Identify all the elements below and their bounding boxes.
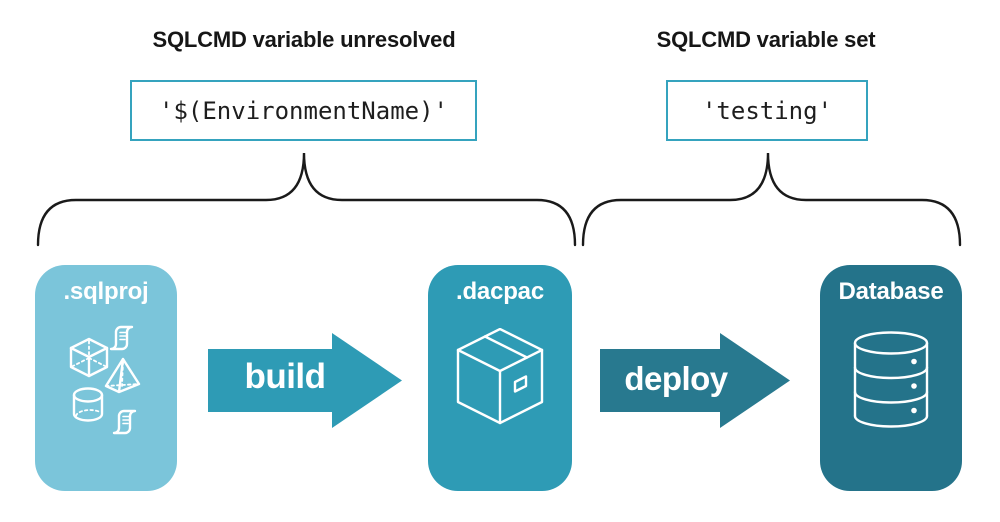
stage-dacpac-label: .dacpac xyxy=(456,278,544,305)
codebox-unresolved-variable: '$(EnvironmentName)' xyxy=(130,80,477,141)
stage-database: Database xyxy=(820,265,962,491)
heading-variable-unresolved: SQLCMD variable unresolved xyxy=(152,27,456,52)
build-arrow-shape xyxy=(208,333,402,428)
build-arrow xyxy=(208,333,402,428)
codebox-unresolved-text: '$(EnvironmentName)' xyxy=(159,96,448,125)
build-arrow-label: build xyxy=(244,357,326,396)
script-scroll-icon xyxy=(112,409,137,435)
heading-variable-set: SQLCMD variable set xyxy=(656,27,876,52)
deploy-arrow xyxy=(600,333,790,428)
pyramid-icon xyxy=(104,357,141,394)
stage-sqlproj: .sqlproj xyxy=(35,265,177,491)
cylinder-icon xyxy=(72,387,104,422)
stage-database-label: Database xyxy=(838,278,944,305)
script-scroll-icon xyxy=(109,325,134,351)
deploy-arrow-shape xyxy=(600,333,790,428)
cube-icon xyxy=(69,337,109,378)
left-curly-brace xyxy=(36,152,577,247)
sql-project-objects-icon xyxy=(69,325,141,435)
stage-dacpac: .dacpac xyxy=(428,265,572,491)
stage-sqlproj-label: .sqlproj xyxy=(63,278,149,305)
codebox-set-variable: 'testing' xyxy=(666,80,868,141)
right-curly-brace xyxy=(581,152,962,247)
deploy-arrow-label: deploy xyxy=(624,360,728,397)
package-box-icon xyxy=(456,328,544,425)
database-cylinder-icon xyxy=(853,331,929,428)
codebox-set-text: 'testing' xyxy=(701,96,833,125)
